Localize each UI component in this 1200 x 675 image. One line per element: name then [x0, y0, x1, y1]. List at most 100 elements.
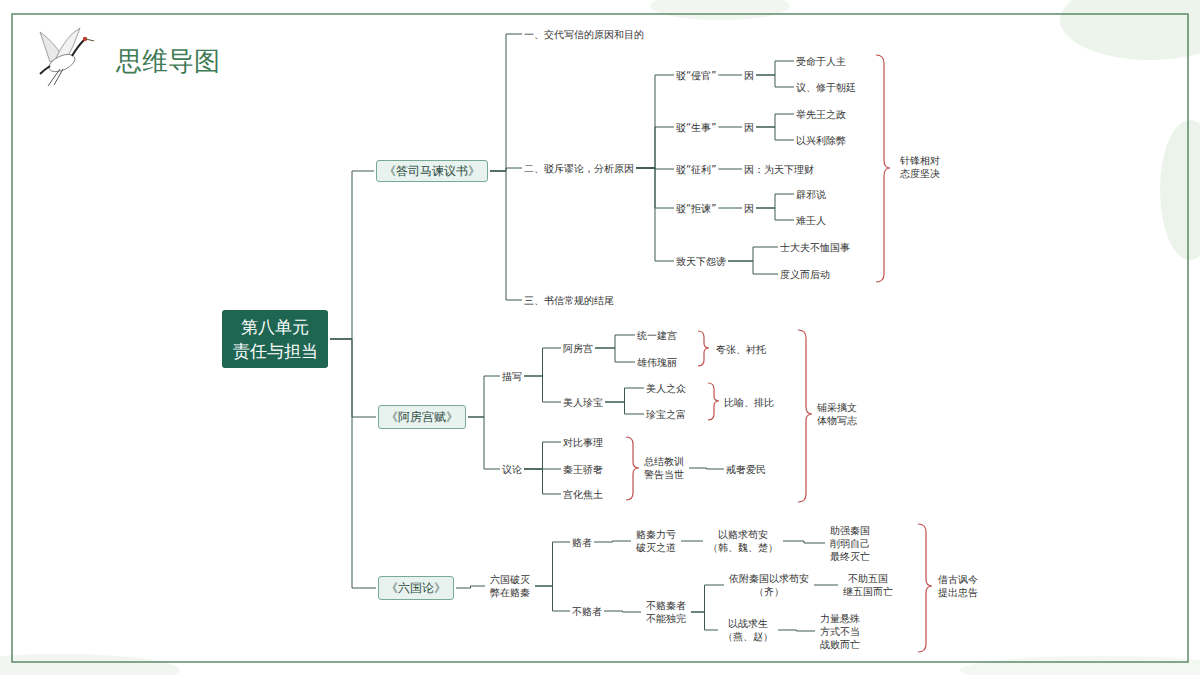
connector-line [604, 611, 641, 612]
connector-line [718, 75, 742, 76]
connector-line [756, 127, 794, 140]
node-text: 借古讽今 提出忠告 [935, 573, 981, 599]
topic-box: 《答司马谏议书》 [376, 160, 488, 182]
branch-text: 因：为天下理财 [744, 163, 814, 176]
branch-text: 度义而后动 [780, 268, 830, 281]
node-text: 以战求生 （燕、赵） [720, 617, 776, 643]
topic-box: 《阿房宫赋》 [378, 405, 466, 429]
connector-line [681, 541, 703, 542]
slide-title: 思维导图 [116, 44, 220, 78]
branch-text: 对比事理 [563, 436, 603, 449]
node-text: 不赂秦者 不能独完 [643, 599, 689, 625]
branch-text: 驳“生事” [676, 121, 716, 134]
node-text: 力量悬殊 方式不当 战败而亡 [817, 612, 863, 651]
slide-border [12, 14, 1188, 662]
branch-text: 以战求生 （燕、赵） [720, 617, 776, 643]
branch-text: 宫化焦土 [563, 488, 603, 501]
connector-line [691, 585, 724, 612]
node-text: 议、修于朝廷 [796, 81, 856, 94]
connector-line [728, 247, 778, 261]
connector-line [756, 61, 794, 75]
curly-bracket [798, 330, 812, 502]
branch-text: 力量悬殊 方式不当 战败而亡 [817, 612, 863, 651]
node-text: 一、交代写信的原因和目的 [524, 28, 644, 41]
branch-text: 二、驳斥谬论，分析原因 [524, 162, 634, 175]
connector-line [468, 376, 500, 417]
node-text: 《六国论》 [386, 582, 446, 595]
node-text: 助强秦国 削弱自己 最终灭亡 [827, 524, 873, 563]
branch-text: 驳“征利” [676, 163, 716, 176]
node-text: 总结教训 警告当世 [641, 455, 687, 481]
node-text: 铺采摛文 体物写志 [814, 401, 860, 427]
node-text: 《阿房宫赋》 [386, 411, 458, 424]
branch-text: 议论 [502, 463, 522, 476]
branch-text: 戒奢爱民 [726, 463, 766, 476]
connector-line [468, 417, 500, 469]
connector-line [605, 402, 644, 414]
connector-line [330, 339, 376, 588]
connector-group [330, 34, 838, 631]
connector-line [691, 612, 718, 630]
connector-line [756, 114, 794, 127]
branch-text: 总结教训 警告当世 [641, 455, 687, 481]
node-text: 不赂者 [572, 605, 602, 618]
node-text: 致天下怨谤 [676, 255, 726, 268]
node-text: 士大夫不恤国事 [780, 241, 850, 254]
connector-line [756, 75, 794, 87]
branch-text: 美人之众 [646, 382, 686, 395]
branch-text: 驳“侵官” [676, 69, 716, 82]
branch-text: 赂者 [572, 536, 592, 549]
node-text: 难壬人 [796, 214, 826, 227]
node-text: 珍宝之富 [646, 408, 686, 421]
node-text: 统一建宫 [637, 329, 677, 342]
connector-line [595, 335, 635, 348]
connector-line [778, 630, 815, 631]
connector-line [524, 442, 561, 469]
branch-text: 受命于人主 [796, 55, 846, 68]
node-text: 因 [744, 69, 754, 82]
branch-text: 雄伟瑰丽 [637, 356, 677, 369]
node-text: 夸张、衬托 [716, 343, 766, 356]
curly-bracket [918, 524, 932, 652]
branch-text: 珍宝之富 [646, 408, 686, 421]
connector-line [636, 75, 674, 168]
branch-text: 不赂者 [572, 605, 602, 618]
branch-text: 因 [744, 121, 754, 134]
connector-line [689, 468, 724, 469]
node-text: 因 [744, 121, 754, 134]
connector-line [524, 469, 561, 494]
branch-text: 铺采摛文 体物写志 [814, 401, 860, 427]
connector-line [490, 34, 522, 171]
connector-line [728, 261, 778, 274]
node-text: 雄伟瑰丽 [637, 356, 677, 369]
node-text: 比喻、排比 [724, 396, 774, 409]
connector-line [456, 586, 485, 588]
connector-line [718, 208, 742, 209]
branch-text: 难壬人 [796, 214, 826, 227]
connector-line [524, 376, 561, 402]
node-text: 驳“拒谏” [676, 202, 716, 215]
node-text: 度义而后动 [780, 268, 830, 281]
connector-line [718, 127, 742, 128]
connector-line [718, 169, 742, 170]
branch-text: 六国破灭 弊在赂秦 [487, 573, 533, 599]
branch-text: 统一建宫 [637, 329, 677, 342]
connector-line [636, 168, 674, 261]
node-text: 辟邪说 [796, 188, 826, 201]
node-text: 驳“生事” [676, 121, 716, 134]
branch-text: 美人珍宝 [563, 396, 603, 409]
branch-text: 以赂求苟安 （韩、魏、楚） [705, 528, 781, 554]
connector-line [605, 388, 644, 402]
branch-text: 一、交代写信的原因和目的 [524, 28, 644, 41]
branch-text: 致天下怨谤 [676, 255, 726, 268]
node-text: 宫化焦土 [563, 488, 603, 501]
branch-text: 依附秦国以求苟安 （齐） [726, 572, 812, 598]
node-text: 阿房宫 [563, 342, 593, 355]
node-text: 秦王骄奢 [563, 463, 603, 476]
node-text: 三、书信常规的结尾 [524, 294, 614, 307]
connector-line [535, 586, 570, 611]
crane-illustration [40, 28, 94, 86]
